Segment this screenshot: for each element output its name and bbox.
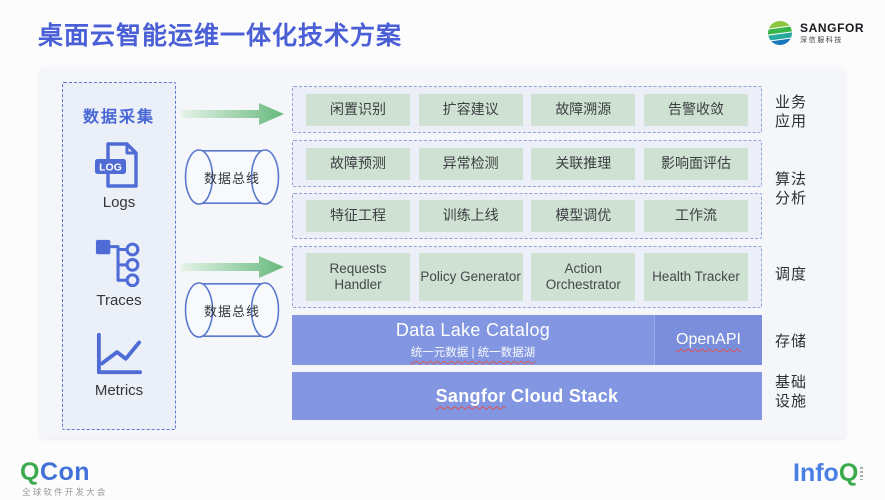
cylinder-icon <box>184 282 280 338</box>
layer-business-apps: 闲置识别 扩容建议 故障溯源 告警收敛 <box>292 86 762 133</box>
qcon-wordmark: QCon <box>20 459 108 485</box>
capability-box: 异常检测 <box>418 147 523 180</box>
source-metrics: Metrics <box>63 331 175 399</box>
svg-text:LOG: LOG <box>99 162 122 174</box>
source-label-logs: Logs <box>102 194 136 211</box>
data-lake-catalog: Data Lake Catalog 统一元数据 | 统一数据湖 <box>292 315 654 365</box>
data-collection-panel: 数据采集 LOG Logs Traces <box>62 82 176 430</box>
side-label-line: 存储 <box>775 333 808 350</box>
openapi-label: OpenAPI <box>676 331 741 348</box>
capability-box: 扩容建议 <box>418 93 523 126</box>
side-label-line: 算法 <box>775 171 808 188</box>
infoq-cn-mark <box>860 467 864 480</box>
source-label-traces: Traces <box>96 292 142 309</box>
data-lake-subtitle: 统一元数据 | 统一数据湖 <box>410 347 536 359</box>
source-label-metrics: Metrics <box>94 382 144 399</box>
capability-box: 故障溯源 <box>531 93 636 126</box>
layer-infrastructure: Sangfor Cloud Stack <box>292 372 762 420</box>
data-lake-title: Data Lake Catalog <box>395 320 551 340</box>
side-label-business: 业务 应用 <box>775 93 839 131</box>
side-label-line: 基础 <box>775 374 808 391</box>
side-label-line: 调度 <box>775 266 808 283</box>
sangfor-logo-text: SANGFOR 深信服科技 <box>800 20 865 45</box>
qcon-q: Q <box>20 458 40 486</box>
capability-box: Action Orchestrator <box>531 253 636 301</box>
capability-box: 关联推理 <box>531 147 636 180</box>
layer-algorithm-row1: 故障预测 异常检测 关联推理 影响面评估 <box>292 140 762 187</box>
capability-box: 影响面评估 <box>643 147 748 180</box>
infoq-q: Q <box>838 459 859 487</box>
qcon-con: Con <box>39 458 91 486</box>
side-label-line: 分析 <box>775 190 808 207</box>
diagram-card: 数据采集 LOG Logs Traces <box>40 68 845 438</box>
infoq-info: Info <box>793 459 839 487</box>
source-logs: LOG Logs <box>63 141 175 211</box>
page-title: 桌面云智能运维一体化技术方案 <box>38 22 403 50</box>
side-label-scheduling: 调度 <box>775 265 839 284</box>
cylinder-icon <box>184 149 280 205</box>
capability-box: 模型调优 <box>531 200 636 232</box>
capability-box: 工作流 <box>643 200 748 232</box>
capability-box: 故障预测 <box>306 147 410 180</box>
capability-box: 闲置识别 <box>306 93 410 126</box>
layer-scheduling: Requests Handler Policy Generator Action… <box>292 246 762 308</box>
side-label-line: 应用 <box>775 113 808 130</box>
capability-box: Requests Handler <box>306 253 410 301</box>
capability-box: 告警收敛 <box>643 93 748 126</box>
openapi-box: OpenAPI <box>654 315 762 365</box>
qcon-subtitle: 全球软件开发大会 <box>22 487 108 498</box>
capability-box: 特征工程 <box>306 200 410 232</box>
side-label-infrastructure: 基础 设施 <box>775 373 839 411</box>
data-collection-title: 数据采集 <box>82 109 155 126</box>
data-bus-top: 数据总线 <box>184 148 280 206</box>
infoq-logo: InfoQ <box>793 461 864 486</box>
capability-box: Health Tracker <box>643 253 748 301</box>
cloud-stack-brand: Sangfor <box>435 385 506 406</box>
sangfor-logo: SANGFOR 深信服科技 <box>767 20 864 46</box>
flow-arrow-bottom <box>181 256 284 278</box>
side-label-line: 设施 <box>775 393 808 410</box>
layer-algorithm-row2: 特征工程 训练上线 模型调优 工作流 <box>292 193 762 239</box>
metrics-chart-icon <box>96 332 142 375</box>
side-label-storage: 存储 <box>775 332 839 351</box>
data-bus-label: 数据总线 <box>203 170 260 186</box>
cloud-stack-rest: Cloud Stack <box>505 385 619 406</box>
log-file-icon: LOG <box>95 142 138 188</box>
side-label-algorithm: 算法 分析 <box>775 170 839 208</box>
traces-tree-icon <box>95 239 140 287</box>
sangfor-logo-name: SANGFOR <box>800 20 865 35</box>
capability-box: Policy Generator <box>418 253 523 301</box>
layer-storage: Data Lake Catalog 统一元数据 | 统一数据湖 OpenAPI <box>292 315 762 365</box>
data-bus-label: 数据总线 <box>203 303 260 319</box>
sangfor-logo-subtitle: 深信服科技 <box>800 36 843 44</box>
source-traces: Traces <box>63 237 175 309</box>
infoq-wordmark: InfoQ <box>793 461 858 486</box>
side-label-line: 业务 <box>775 94 808 111</box>
data-bus-bottom: 数据总线 <box>184 281 280 339</box>
qcon-logo: QCon 全球软件开发大会 <box>20 459 108 498</box>
sangfor-globe-icon <box>767 20 793 46</box>
capability-box: 训练上线 <box>418 200 523 232</box>
flow-arrow-top <box>181 103 284 125</box>
